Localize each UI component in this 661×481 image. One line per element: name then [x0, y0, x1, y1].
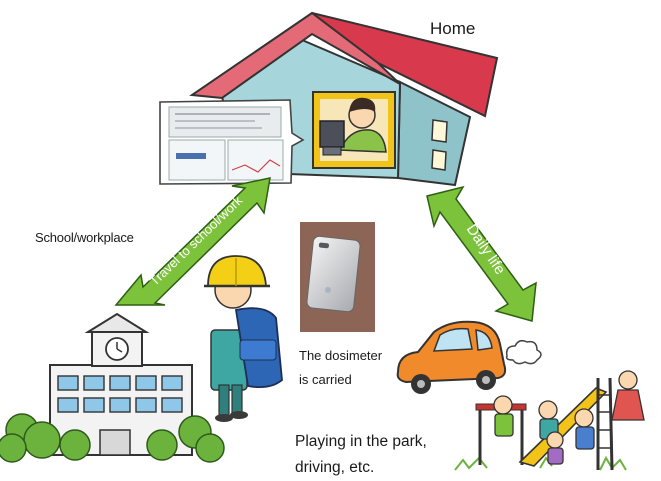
label-park-line1: Playing in the park, [295, 433, 427, 450]
house-roof-front [189, 11, 401, 100]
exhaust-cloud [505, 339, 542, 365]
label-park-driving: Playing in the park, driving, etc. [295, 429, 427, 481]
playground-illustration [454, 370, 645, 471]
computer-monitor [319, 120, 345, 148]
data-display-bubble [159, 99, 305, 185]
dosimeter-photo [300, 222, 375, 332]
label-home: Home [430, 19, 476, 38]
label-dosimeter-line2: is carried [299, 372, 352, 387]
person-at-computer [319, 97, 387, 156]
house-small-window-2 [431, 149, 447, 171]
house-small-window [431, 119, 448, 143]
label-dosimeter-line1: The dosimeter [299, 348, 383, 363]
playing-children [493, 370, 645, 465]
label-park-line2: driving, etc. [295, 459, 375, 476]
slide [518, 387, 608, 467]
house-illustration [159, 11, 499, 187]
car-illustration [396, 320, 542, 394]
label-dosimeter-carried: The dosimeter is carried [299, 344, 382, 392]
yellow-helmet [207, 255, 267, 287]
label-school-workplace: School/workplace [35, 230, 134, 245]
child-with-backpack [204, 255, 283, 422]
arrow-home-park: Daily life [426, 185, 537, 322]
school-building [0, 312, 225, 463]
dosimeter-device [306, 235, 361, 313]
school-trees [0, 413, 225, 463]
